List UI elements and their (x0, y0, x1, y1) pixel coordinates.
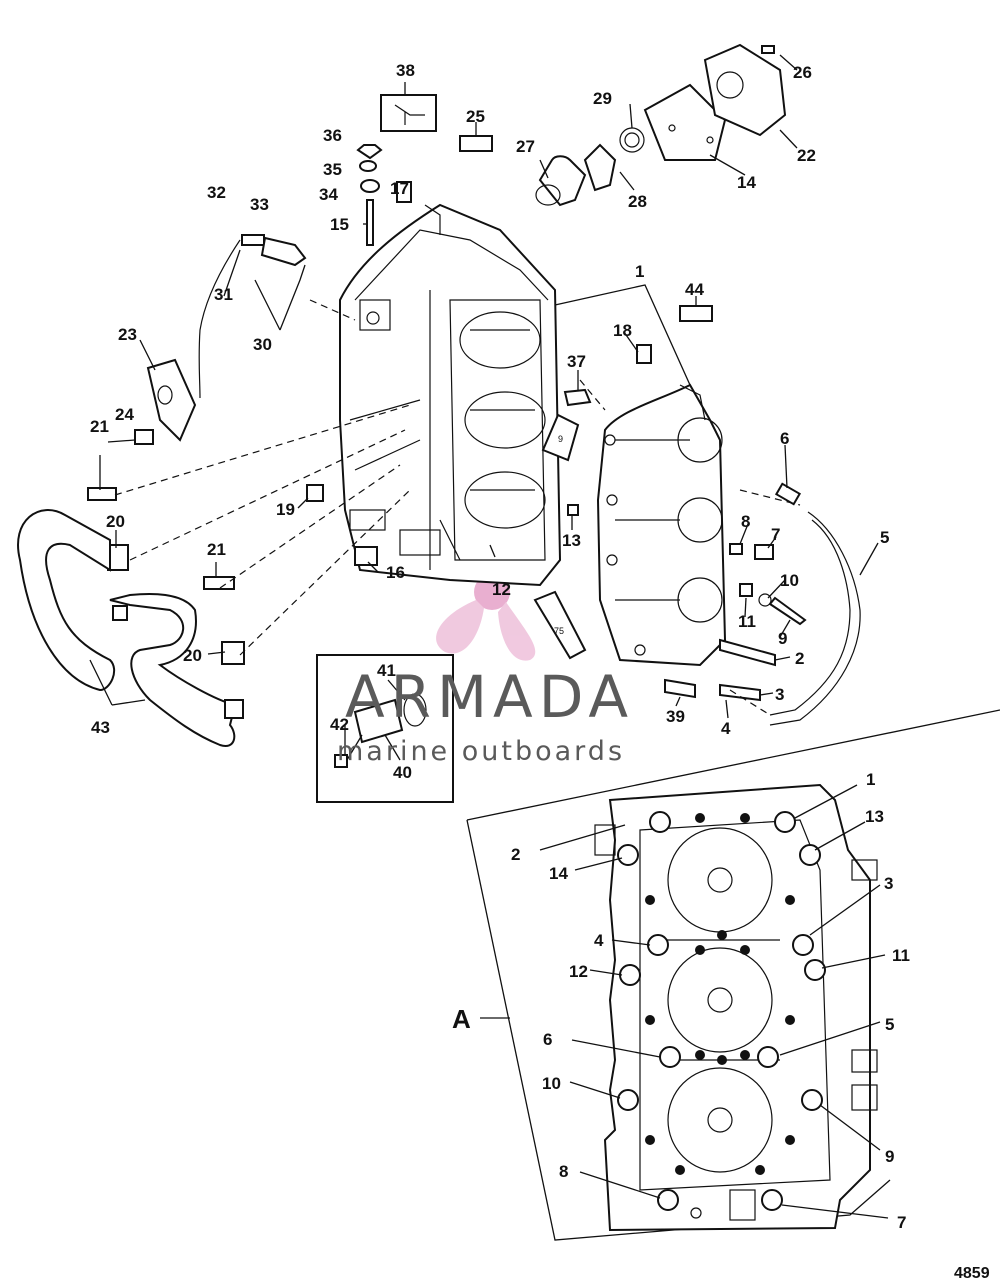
callout-27: 27 (516, 137, 535, 156)
seq-callout-4: 4 (594, 931, 604, 950)
callout-30: 30 (253, 335, 272, 354)
leader-lines (89, 54, 889, 1219)
callout-25: 25 (466, 107, 485, 126)
seq-callout-3: 3 (884, 874, 893, 893)
callout-4: 4 (721, 719, 731, 738)
callout-44: 44 (685, 280, 704, 299)
exploded-callouts: 38 25 36 35 34 17 15 32 33 31 30 23 24 2… (90, 61, 889, 782)
callout-26: 26 (793, 63, 812, 82)
section-a-label: A (452, 1004, 471, 1034)
callout-22: 22 (797, 146, 816, 165)
callout-10: 10 (780, 571, 799, 590)
seq-callout-6: 6 (543, 1030, 552, 1049)
callout-5: 5 (880, 528, 889, 547)
callout-21-bottom: 21 (207, 540, 226, 559)
right-hardware (306, 144, 861, 726)
torque-sequence-callouts: 1 13 2 14 3 4 11 12 5 6 10 9 8 7 (511, 770, 910, 1232)
callout-20-bottom: 20 (183, 646, 202, 665)
callout-2: 2 (795, 649, 804, 668)
callout-37: 37 (567, 352, 586, 371)
callout-34: 34 (319, 185, 338, 204)
seq-callout-10: 10 (542, 1074, 561, 1093)
callout-15: 15 (330, 215, 349, 234)
callout-40: 40 (393, 763, 412, 782)
callout-20-top: 20 (106, 512, 125, 531)
seq-callout-1: 1 (866, 770, 875, 789)
seq-callout-8: 8 (559, 1162, 568, 1181)
callout-39: 39 (666, 707, 685, 726)
seq-callout-9: 9 (885, 1147, 894, 1166)
tube-label-9: 9 (558, 434, 563, 444)
seq-callout-13: 13 (865, 807, 884, 826)
callout-7: 7 (771, 525, 780, 544)
callout-31: 31 (214, 285, 233, 304)
callout-42: 42 (330, 715, 349, 734)
callout-29: 29 (593, 89, 612, 108)
callout-13: 13 (562, 531, 581, 550)
callout-19: 19 (276, 500, 295, 519)
part-44-box (679, 305, 713, 322)
crankcase-cover (596, 383, 727, 667)
callout-36: 36 (323, 126, 342, 145)
seq-callout-12: 12 (569, 962, 588, 981)
callout-6: 6 (780, 429, 789, 448)
callout-1: 1 (635, 262, 644, 281)
seq-callout-5: 5 (885, 1015, 894, 1034)
left-hardware (17, 234, 307, 747)
figure-number: 4859 (954, 1265, 990, 1282)
thermostat-group (535, 43, 787, 207)
part-25-box (459, 135, 493, 152)
callout-14: 14 (737, 173, 756, 192)
callout-8: 8 (741, 512, 750, 531)
cylinder-block (339, 203, 562, 587)
seq-callout-11: 11 (892, 946, 910, 965)
callout-9: 9 (778, 629, 787, 648)
callout-18: 18 (613, 321, 632, 340)
elbow-fitting-box (380, 94, 437, 132)
callout-35: 35 (323, 160, 342, 179)
callout-24: 24 (115, 405, 134, 424)
section-a (466, 709, 1000, 1241)
callout-23: 23 (118, 325, 137, 344)
callout-28: 28 (628, 192, 647, 211)
callout-33: 33 (250, 195, 269, 214)
sealant-tube-9: 9 (541, 413, 580, 462)
tube-label-75: 75 (554, 626, 564, 636)
sealant-tube-75: 75 (533, 590, 587, 660)
callout-38: 38 (396, 61, 415, 80)
callout-21-top: 21 (90, 417, 109, 436)
seq-callout-2: 2 (511, 845, 520, 864)
callout-12: 12 (492, 580, 511, 599)
callout-41: 41 (377, 661, 396, 680)
callout-16: 16 (386, 563, 405, 582)
callout-17: 17 (390, 179, 409, 198)
callout-43: 43 (91, 718, 110, 737)
watermark-tagline: marine outboards (337, 736, 625, 767)
callout-11: 11 (738, 612, 756, 631)
watermark-brand: ARMADA (345, 663, 634, 731)
callout-3: 3 (775, 685, 784, 704)
seq-callout-14: 14 (549, 864, 568, 883)
callout-32: 32 (207, 183, 226, 202)
seq-callout-7: 7 (897, 1213, 906, 1232)
